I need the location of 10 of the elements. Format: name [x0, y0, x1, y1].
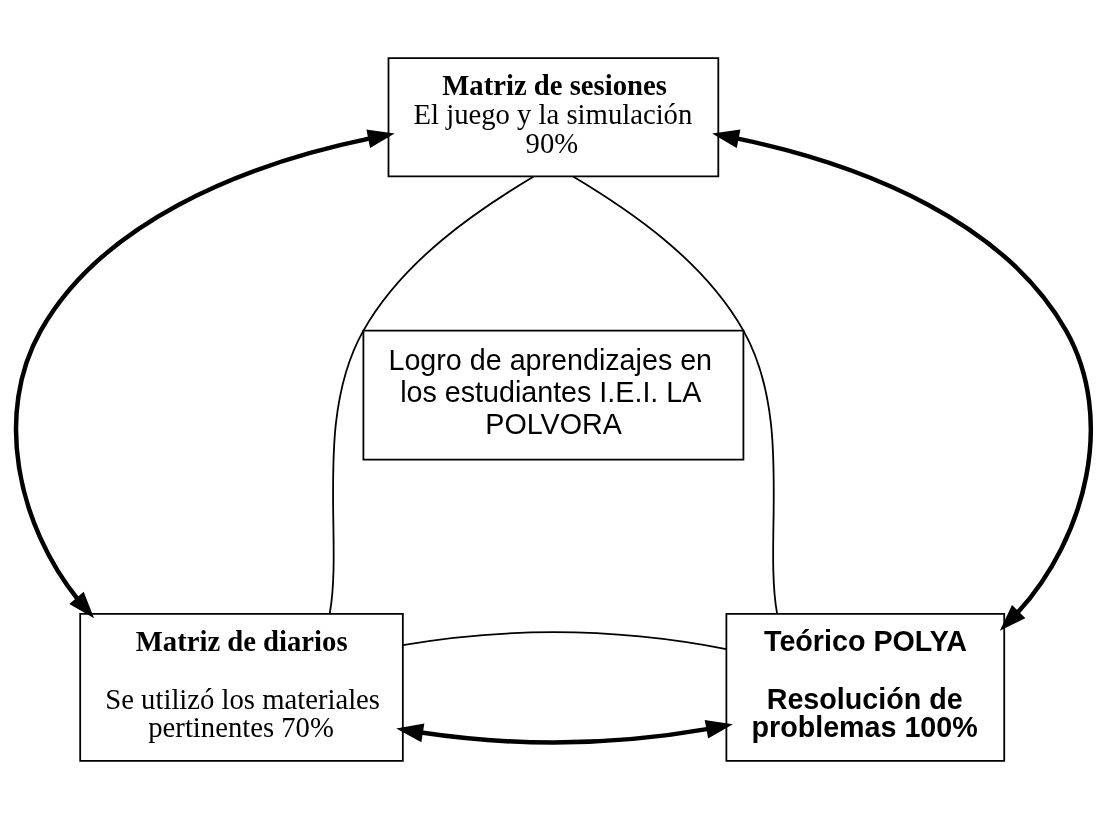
node-box: Logro de aprendizajes en los estudiantes I.E.I. LA POLVORA [362, 329, 745, 461]
node-box: Matriz de diarios Se utilizó los materiales pertinentes 70% [79, 612, 404, 762]
arrow [396, 719, 733, 745]
arrow [712, 129, 1093, 631]
arrow [13, 129, 395, 619]
connector [328, 175, 535, 615]
node-box: Teórico POLYA Resolución de problemas 100% [725, 612, 1006, 762]
connector [572, 175, 778, 615]
connector [402, 631, 728, 651]
node-box: Matriz de sesiones El juego y la simulación 90% [387, 57, 720, 178]
